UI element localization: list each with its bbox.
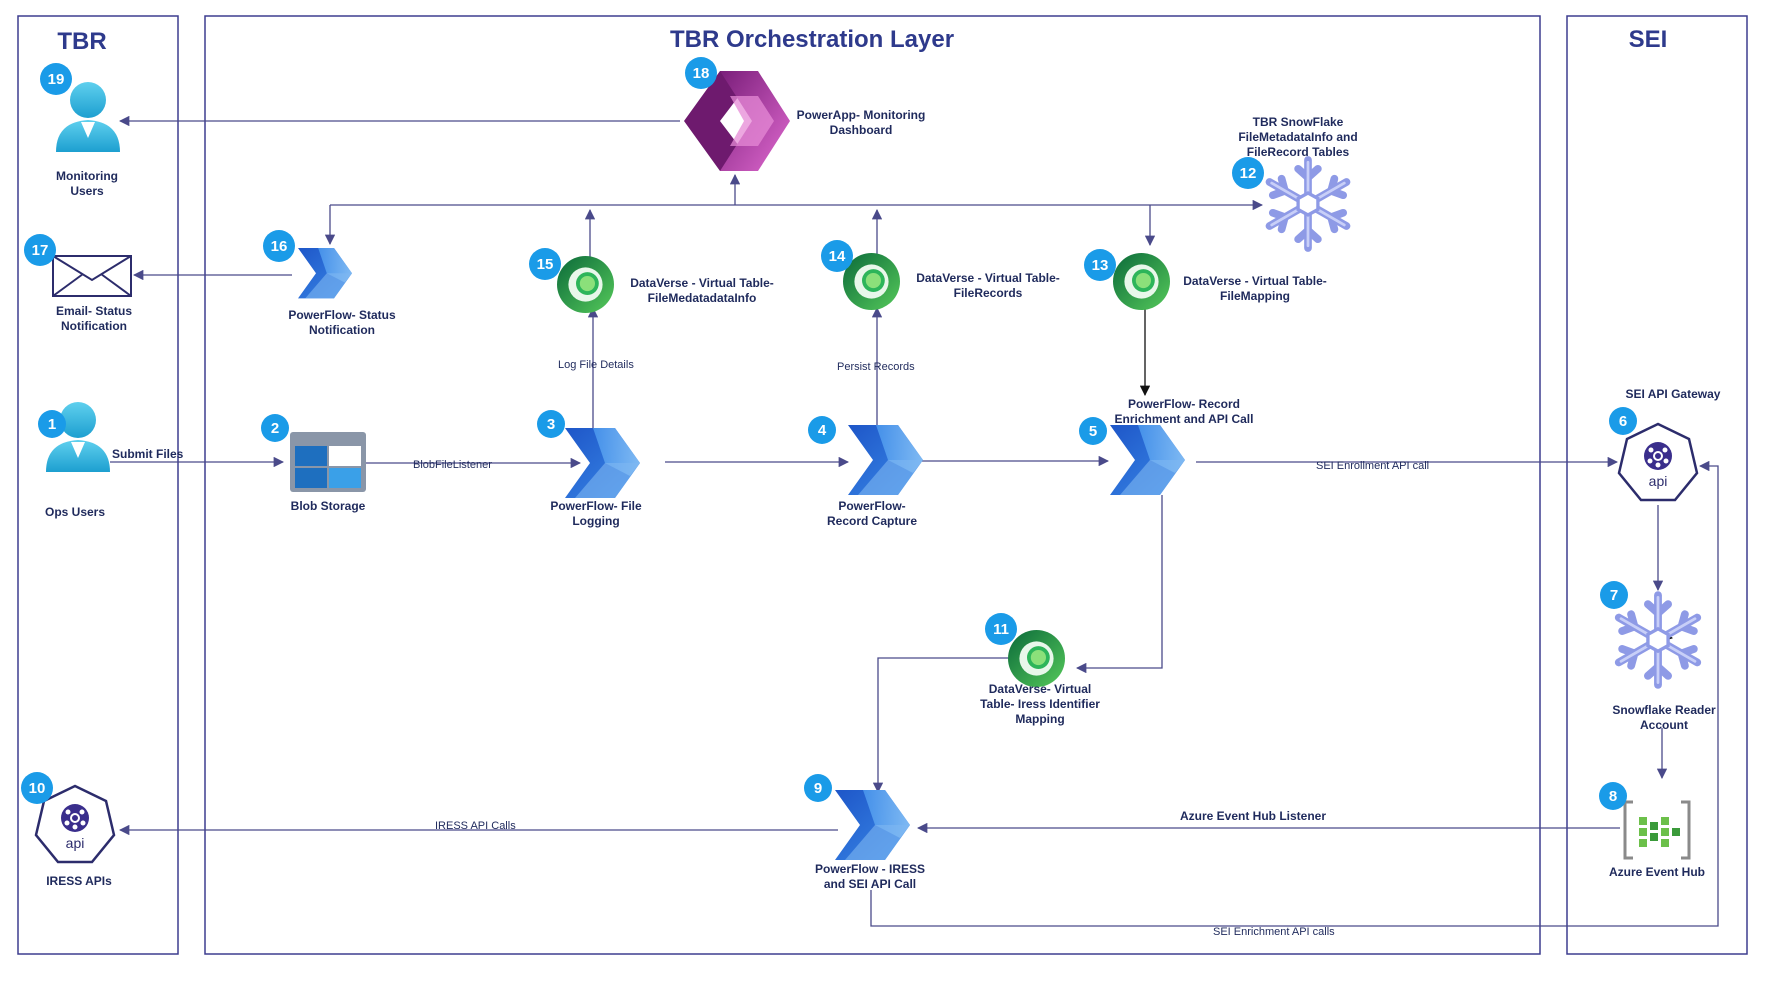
dataverse-icon [557, 256, 614, 313]
edges [110, 115, 1719, 927]
edge-enrich-flow-to-iress-mapping [1075, 495, 1163, 674]
label-iress-apis: IRESS APIs [46, 874, 112, 888]
edge-label-iress-api-calls: IRESS API Calls [435, 820, 516, 832]
svg-text:13: 13 [1092, 257, 1109, 274]
badge-2: 2 [261, 414, 289, 442]
badge-14: 14 [821, 240, 853, 272]
svg-text:2: 2 [271, 420, 279, 437]
edge-label-sei-enrichment: SEI Enrichment API calls [1213, 926, 1335, 938]
blob-storage-icon [290, 432, 366, 492]
svg-text:1: 1 [48, 416, 56, 433]
svg-text:6: 6 [1619, 413, 1627, 430]
label-filemapping-dataverse: DataVerse - Virtual Table-FileMapping [1183, 274, 1327, 303]
api-gateway-icon: api [34, 784, 116, 864]
svg-text:18: 18 [693, 65, 710, 82]
svg-text:15: 15 [537, 256, 554, 273]
dataverse-icon [1113, 253, 1170, 310]
badge-7: 7 [1600, 581, 1628, 609]
svg-text:12: 12 [1240, 165, 1257, 182]
edge-iress-flow-to-sei-gateway [870, 460, 1719, 927]
svg-text:10: 10 [29, 780, 46, 797]
svg-text:16: 16 [271, 238, 288, 255]
badge-13: 13 [1084, 249, 1116, 281]
svg-text:8: 8 [1609, 788, 1617, 805]
badge-18: 18 [685, 57, 717, 89]
svg-text:14: 14 [829, 248, 846, 265]
badge-12: 12 [1232, 157, 1264, 189]
envelope-icon [52, 255, 132, 297]
badge-4: 4 [808, 416, 836, 444]
svg-text:5: 5 [1089, 423, 1097, 440]
badge-9: 9 [804, 774, 832, 802]
edge-label-sei-enrollment: SEI Enrollment API call [1316, 460, 1429, 472]
orchestration-panel-title: TBR Orchestration Layer [670, 26, 954, 53]
badge-5: 5 [1079, 417, 1107, 445]
edge-label-persist-records: Persist Records [837, 361, 915, 373]
svg-text:9: 9 [814, 780, 822, 797]
badge-8: 8 [1599, 782, 1627, 810]
label-record-capture-flow: PowerFlow-Record Capture [827, 499, 917, 528]
badge-6: 6 [1609, 407, 1637, 435]
badge-11: 11 [985, 613, 1017, 645]
api-gateway-icon-text: api [1649, 473, 1668, 489]
svg-text:11: 11 [993, 621, 1009, 638]
badge-17: 17 [24, 234, 56, 266]
svg-text:19: 19 [48, 71, 65, 88]
edge-label-blob-file-listener: BlobFileListener [413, 459, 492, 471]
edge-label-event-hub-listener: Azure Event Hub Listener [1180, 809, 1326, 823]
edge-iress-mapping-to-iress-flow [872, 657, 1010, 794]
label-azure-event-hub: Azure Event Hub [1609, 865, 1705, 879]
iress-api-icon-text: api [66, 835, 85, 851]
label-filemetadata-dataverse: DataVerse - Virtual Table-FileMedatadata… [630, 276, 774, 305]
svg-text:17: 17 [32, 242, 49, 259]
powerapp-icon [684, 71, 790, 171]
badge-1: 1 [38, 410, 66, 438]
event-hub-icon [1623, 800, 1691, 860]
dataverse-icon [1008, 630, 1065, 687]
svg-text:7: 7 [1610, 587, 1618, 604]
badge-19: 19 [40, 63, 72, 95]
tbr-panel-title: TBR [57, 28, 106, 55]
number-badges: 1 2 3 4 5 6 7 8 9 10 11 12 13 14 15 16 1… [21, 57, 1637, 810]
label-sei-api-gateway: SEI API Gateway [1626, 387, 1721, 401]
svg-text:3: 3 [547, 416, 555, 433]
edge-labels: Submit Files BlobFileListener Log File D… [112, 359, 1429, 938]
edge-label-submit-files: Submit Files [112, 447, 184, 461]
svg-text:4: 4 [818, 422, 827, 439]
edge-label-log-file-details: Log File Details [558, 359, 634, 371]
badge-10: 10 [21, 772, 53, 804]
label-ops-users: Ops Users [45, 505, 105, 519]
sei-panel-title: SEI [1629, 26, 1668, 53]
badge-3: 3 [537, 410, 565, 438]
label-filerecords-dataverse: DataVerse - Virtual Table-FileRecords [916, 271, 1060, 300]
api-gateway-icon: api [1617, 422, 1699, 502]
badge-15: 15 [529, 248, 561, 280]
label-blob-storage: Blob Storage [291, 499, 366, 513]
badge-16: 16 [263, 230, 295, 262]
